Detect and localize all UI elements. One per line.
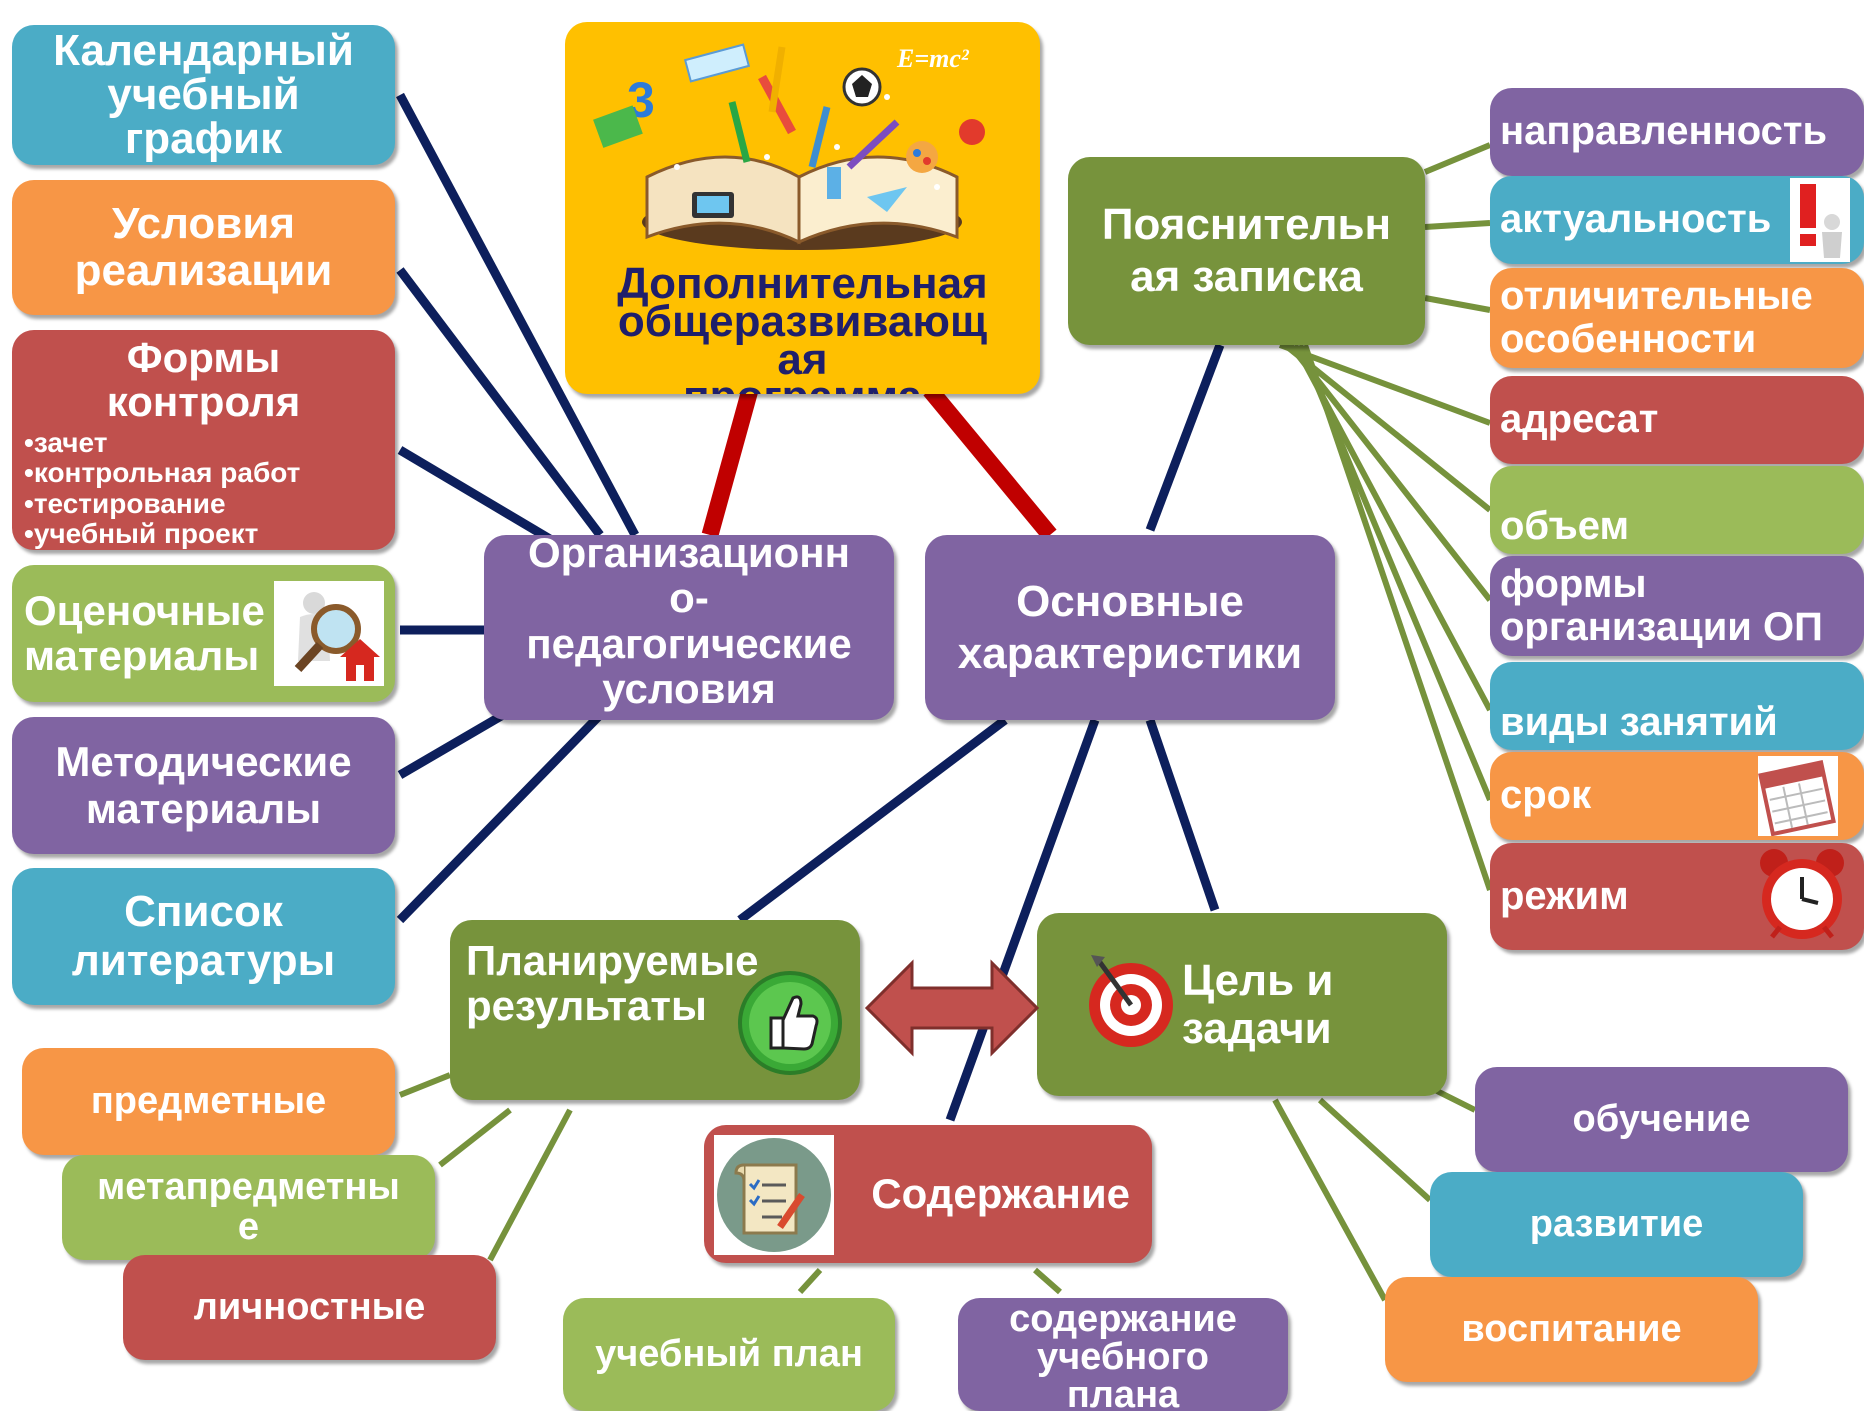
warning-figure-icon	[1790, 178, 1850, 262]
relevance-item: актуальность	[1490, 176, 1864, 264]
content-node: Содержание	[704, 1125, 1152, 1263]
distinctive-features-item: отличительные особенности	[1490, 268, 1864, 368]
alarm-clock-icon	[1760, 849, 1844, 939]
books-illustration: 3 E=mc²	[593, 43, 985, 250]
double-arrow-icon	[864, 959, 1040, 1057]
list-item: •учебный проект	[24, 517, 259, 549]
magnifier-icon	[274, 581, 384, 686]
thumbs-up-icon	[738, 971, 842, 1075]
control-forms-item: Формы контроля •зачет •контрольная работ…	[12, 330, 395, 550]
upbringing-item: воспитание	[1385, 1277, 1758, 1382]
main-characteristics-node: Основные характеристики	[925, 535, 1335, 720]
curriculum-item: учебный план	[563, 1298, 895, 1411]
assessment-materials-item: Оценочные материалы	[12, 565, 395, 702]
focus-item: направленность	[1490, 88, 1864, 176]
implementation-conditions-item: Условия реализации	[12, 180, 395, 315]
calendar-icon	[1758, 756, 1838, 836]
schedule-mode-item: режим	[1490, 843, 1864, 950]
checklist-icon	[714, 1135, 834, 1255]
methodical-materials-item: Методические материалы	[12, 717, 395, 854]
metasubject-results-item: метапредметны е	[62, 1155, 435, 1260]
term-item: срок	[1490, 752, 1864, 840]
lesson-types-item: виды занятий	[1490, 662, 1864, 750]
planned-results-node: Планируемые результаты	[450, 920, 860, 1100]
center-program-node: 3 E=mc² Дополнительная общеразвивающ ая …	[565, 22, 1040, 394]
list-item: •зачет	[24, 427, 108, 459]
goals-and-tasks-node: Цель и задачи	[1037, 913, 1447, 1096]
curriculum-content-item: содержание учебного плана	[958, 1298, 1288, 1411]
volume-item: объем	[1490, 466, 1864, 554]
svg-text:E=mc²: E=mc²	[896, 44, 970, 73]
literature-list-item: Список литературы	[12, 868, 395, 1005]
calendar-schedule-item: Календарный учебный график	[12, 25, 395, 165]
target-icon	[1089, 955, 1173, 1047]
addressee-item: адресат	[1490, 376, 1864, 464]
subject-results-item: предметные	[22, 1048, 395, 1155]
center-program-title: Дополнительная общеразвивающ ая программ…	[617, 259, 988, 394]
personal-results-item: личностные	[123, 1255, 496, 1360]
explanatory-note-node: Пояснительн ая записка	[1068, 157, 1425, 345]
list-item: •тестирование	[24, 487, 226, 519]
organization-forms-item: формы организации ОП	[1490, 556, 1864, 656]
list-item: •контрольная работ	[24, 457, 301, 489]
org-pedagogical-conditions-node: Организационн о- педагогические условия	[484, 535, 894, 720]
education-item: обучение	[1475, 1067, 1848, 1172]
control-forms-list: •зачет •контрольная работ •тестирование …	[12, 427, 395, 549]
development-item: развитие	[1430, 1172, 1803, 1277]
